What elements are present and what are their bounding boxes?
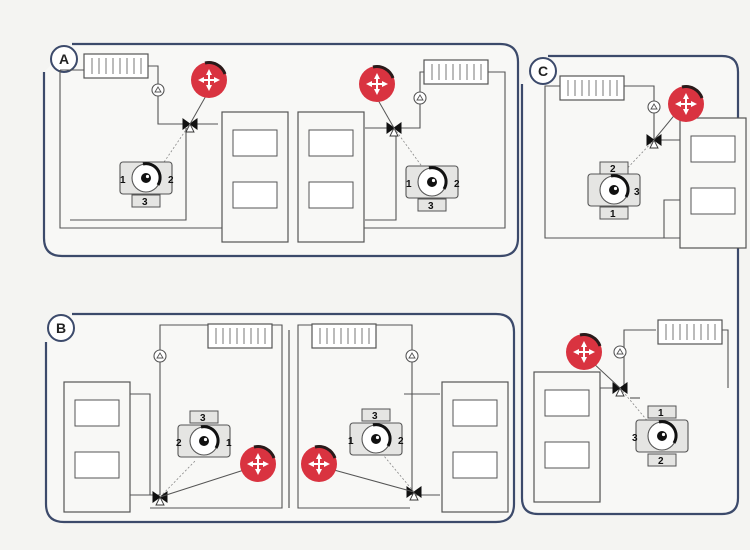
piping bbox=[59, 65, 506, 229]
actuator-icon bbox=[299, 444, 339, 484]
valve-link bbox=[159, 123, 191, 169]
actuator-link bbox=[333, 469, 415, 493]
port-label: 3 bbox=[142, 197, 148, 208]
port-label: 2 bbox=[658, 456, 664, 467]
valve-port-box bbox=[189, 410, 219, 424]
actuator-link bbox=[653, 111, 678, 141]
port-label: 3 bbox=[634, 187, 640, 198]
port-label: 1 bbox=[406, 179, 412, 190]
panel-c-badge bbox=[529, 57, 557, 85]
boiler-icon bbox=[221, 111, 289, 243]
valve-port-box bbox=[599, 206, 629, 220]
valve-port-box bbox=[647, 405, 677, 419]
actuator-icon bbox=[238, 444, 278, 484]
port-label: 2 bbox=[168, 175, 174, 186]
port-label: 2 bbox=[176, 438, 182, 449]
valve-body-icon bbox=[348, 421, 404, 457]
valve-body-icon bbox=[634, 418, 690, 454]
panel-b-label: B bbox=[56, 320, 66, 336]
actuator-link bbox=[591, 361, 621, 389]
port-label: 1 bbox=[348, 436, 354, 447]
actuator-link bbox=[159, 469, 245, 498]
valve-body-icon bbox=[176, 423, 232, 459]
actuator-icon bbox=[564, 332, 604, 372]
panel-b: B 3 2 1 3 1 bbox=[44, 312, 516, 524]
valve-body-icon bbox=[586, 172, 642, 208]
actuator-icon bbox=[189, 60, 229, 100]
radiator-icon bbox=[83, 53, 149, 79]
actuator-link bbox=[189, 93, 208, 125]
pump-icon bbox=[413, 91, 427, 105]
valve-port-box bbox=[361, 408, 391, 422]
panel-a: A 1 2 3 1 2 3 bbox=[42, 42, 520, 258]
valve-link bbox=[159, 459, 197, 498]
port-label: 3 bbox=[200, 413, 206, 424]
panel-c: C 2 3 1 bbox=[520, 54, 747, 516]
port-label: 1 bbox=[610, 209, 616, 220]
radiator-icon bbox=[657, 319, 723, 345]
valve-port-box bbox=[417, 198, 447, 212]
port-label: 2 bbox=[398, 436, 404, 447]
pump-icon bbox=[153, 349, 167, 363]
port-label: 3 bbox=[632, 433, 638, 444]
actuator-link bbox=[377, 99, 395, 129]
port-label: 1 bbox=[226, 438, 232, 449]
pump-icon bbox=[613, 345, 627, 359]
port-label: 3 bbox=[372, 411, 378, 422]
boiler-icon bbox=[441, 381, 509, 513]
panel-a-label: A bbox=[59, 51, 69, 67]
valve-body-icon bbox=[404, 164, 460, 200]
panel-c-label: C bbox=[538, 63, 548, 79]
boiler-icon bbox=[63, 381, 131, 513]
valve-port-box bbox=[647, 453, 677, 467]
panel-b-badge bbox=[47, 314, 75, 342]
valve-port-box bbox=[131, 194, 161, 208]
pump-icon bbox=[151, 83, 165, 97]
actuator-icon bbox=[666, 84, 706, 124]
port-label: 2 bbox=[454, 179, 460, 190]
radiator-icon bbox=[423, 59, 489, 85]
pump-icon bbox=[405, 349, 419, 363]
boiler-icon bbox=[533, 371, 601, 503]
port-label: 1 bbox=[658, 408, 664, 419]
radiator-icon bbox=[559, 75, 625, 101]
boiler-icon bbox=[297, 111, 365, 243]
piping bbox=[130, 324, 440, 509]
pump-icon bbox=[647, 100, 661, 114]
port-label: 3 bbox=[428, 201, 434, 212]
valve-link bbox=[393, 127, 427, 173]
actuator-icon bbox=[357, 64, 397, 104]
panel-a-badge bbox=[50, 45, 78, 73]
boiler-icon bbox=[679, 117, 747, 249]
port-label: 1 bbox=[120, 175, 126, 186]
port-label: 2 bbox=[610, 164, 616, 175]
radiator-icon bbox=[207, 323, 273, 349]
valve-body-icon bbox=[118, 160, 174, 196]
radiator-icon bbox=[311, 323, 377, 349]
